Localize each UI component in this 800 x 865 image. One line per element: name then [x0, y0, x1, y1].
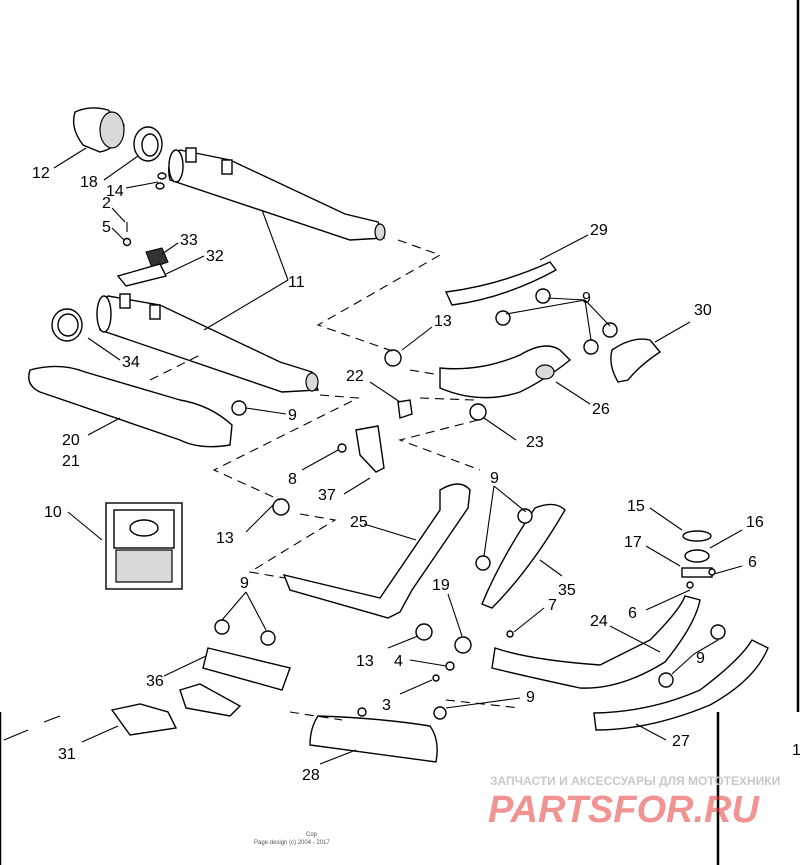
part-upper-muffler [168, 147, 386, 241]
watermark-tagline: ЗАПЧАСТИ И АКСЕССУАРЫ ДЛЯ МОТОТЕХНИКИ [490, 774, 780, 788]
part-nut [337, 443, 347, 453]
callout-27: 27 [672, 733, 690, 750]
part-bracket-plate [116, 263, 168, 287]
callout-12: 12 [32, 165, 50, 182]
callout-22: 22 [346, 368, 364, 385]
callout-3: 3 [382, 697, 391, 714]
callout-11: 11 [288, 274, 305, 291]
part-screw-washer [122, 222, 132, 247]
part-pipe-piece [610, 338, 662, 383]
callout-9: 9 [288, 407, 297, 424]
part-lower-heat-shield [309, 715, 438, 763]
callout-28: 28 [302, 767, 320, 784]
callout-9: 9 [240, 575, 249, 592]
leader-lines [3, 147, 743, 765]
callout-14: 14 [106, 183, 124, 200]
part-band-clamp [51, 308, 83, 342]
callout-labels: 12 18 14 2 5 33 32 11 29 9 30 34 13 22 2… [32, 165, 800, 784]
callout-30: 30 [694, 302, 712, 319]
part-rear-heat-shield [593, 639, 769, 731]
part-decal-emblem [105, 502, 183, 590]
part-top-heat-shield [444, 261, 558, 306]
callout-34: 34 [122, 354, 140, 371]
callout-21: 21 [62, 453, 80, 470]
callout-6: 6 [748, 554, 757, 571]
footer-copyright: Cop [306, 832, 318, 838]
part-tab [397, 399, 413, 419]
callout-8: 8 [288, 471, 297, 488]
part-heat-shield-muffler [28, 365, 233, 448]
callout-16: 16 [746, 514, 764, 531]
callout-1: 1 [792, 742, 800, 759]
callout-9: 9 [582, 290, 591, 307]
part-crossover-pipe [282, 483, 471, 619]
callout-19: 19 [432, 577, 450, 594]
callout-10: 10 [44, 504, 62, 521]
callout-7: 7 [548, 597, 557, 614]
part-rear-header-pipe [491, 595, 701, 689]
callout-35: 35 [558, 582, 576, 599]
callout-24: 24 [590, 613, 608, 630]
part-gaskets [681, 530, 713, 578]
callout-9: 9 [696, 650, 705, 667]
clamp-group [155, 172, 726, 720]
part-mount-bracket [110, 683, 242, 736]
part-lower-muffler [96, 293, 319, 393]
part-shield-rear [481, 503, 566, 609]
callout-32: 32 [206, 248, 224, 265]
callout-15: 15 [627, 498, 645, 515]
callout-4: 4 [394, 653, 403, 670]
callout-33: 33 [180, 232, 198, 249]
part-sleeve [202, 647, 291, 691]
footer-page-design: Page design (c) 2004 - 2017 [254, 840, 330, 846]
assembly-dashed-lines [149, 239, 521, 721]
callout-13: 13 [356, 653, 374, 670]
callout-5: 5 [102, 219, 111, 236]
callout-25: 25 [350, 514, 368, 531]
callout-13: 13 [434, 313, 452, 330]
part-bracket [355, 425, 385, 473]
callout-2: 2 [102, 195, 111, 212]
callout-20: 20 [62, 432, 80, 449]
callout-23: 23 [526, 434, 544, 451]
callout-26: 26 [592, 401, 610, 418]
callout-13: 13 [216, 530, 234, 547]
callout-36: 36 [146, 673, 164, 690]
watermark-logo: PARTSFOR.RU [488, 789, 760, 831]
callout-9: 9 [490, 470, 499, 487]
callout-29: 29 [590, 222, 608, 239]
callout-17: 17 [624, 534, 642, 551]
callout-37: 37 [318, 487, 336, 504]
callout-9: 9 [526, 689, 535, 706]
callout-6: 6 [628, 605, 637, 622]
part-ring [133, 126, 163, 162]
part-end-cap [72, 107, 125, 153]
callout-31: 31 [58, 746, 76, 763]
callout-18: 18 [80, 174, 98, 191]
part-front-header-pipe [439, 345, 572, 399]
